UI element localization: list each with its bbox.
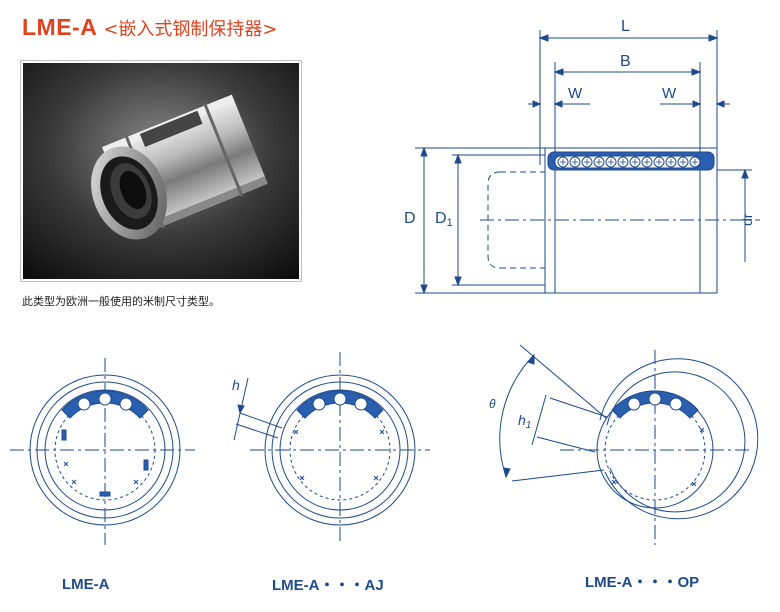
model-subtitle: <嵌入式钢制保持器> [103,19,278,40]
dim-W-right-label: W [662,85,677,102]
product-photo [20,60,302,282]
header: LME-A <嵌入式钢制保持器> [22,14,278,44]
dim-dr-label: dr [739,213,755,226]
dim-theta-label: θ [489,397,496,411]
bearing-photo-illustration [23,63,299,279]
caption-standard: LME-A [62,576,110,593]
dim-D1-label: D1 [435,210,453,229]
model-title: LME-A [22,14,98,40]
description-text: 此类型为欧洲一般使用的米制尺寸类型。 [22,295,220,308]
cross-section-op [499,344,759,545]
cross-section-aj [233,352,430,545]
dim-h1-label: h1 [518,412,531,431]
dim-B-label: B [620,53,631,70]
dim-h-label: h [232,377,240,393]
dim-L-label: L [621,18,630,35]
caption-op: LME-A・・・OP [585,574,700,591]
caption-aj: LME-A・・・AJ [272,577,384,594]
side-view-balls [557,156,701,168]
dim-W-left-label: W [568,85,583,102]
cross-section-standard [10,358,195,545]
dim-D-label: D [404,210,416,227]
